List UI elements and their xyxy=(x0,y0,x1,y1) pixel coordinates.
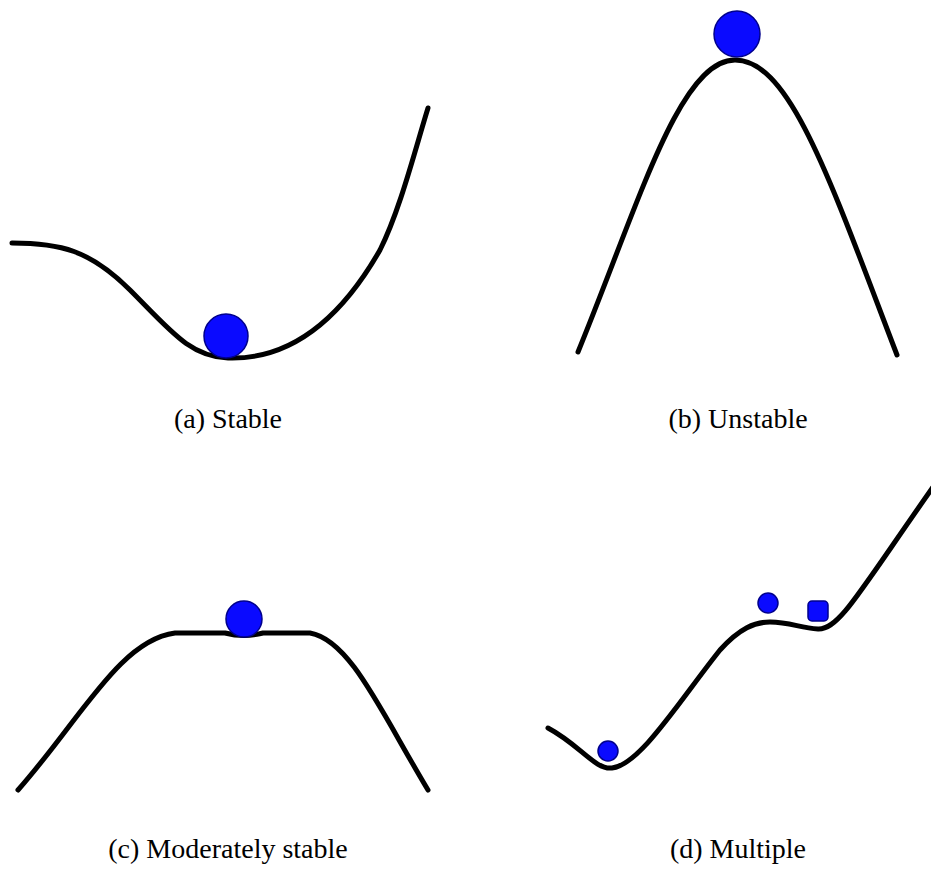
valley-curve xyxy=(12,108,428,358)
panel-caption: (b) Unstable xyxy=(668,402,807,436)
plateau-curve xyxy=(18,633,428,790)
panel-caption: (d) Multiple xyxy=(670,832,806,866)
ball xyxy=(714,11,760,57)
panel-caption: (a) Stable xyxy=(174,402,282,436)
ball xyxy=(598,741,618,761)
multi-well-curve xyxy=(548,470,931,768)
ball xyxy=(758,593,778,613)
panel-caption: (c) Moderately stable xyxy=(108,832,347,866)
hill-curve xyxy=(578,60,897,355)
ball xyxy=(204,314,248,358)
ball xyxy=(226,601,262,637)
ball xyxy=(808,601,828,621)
